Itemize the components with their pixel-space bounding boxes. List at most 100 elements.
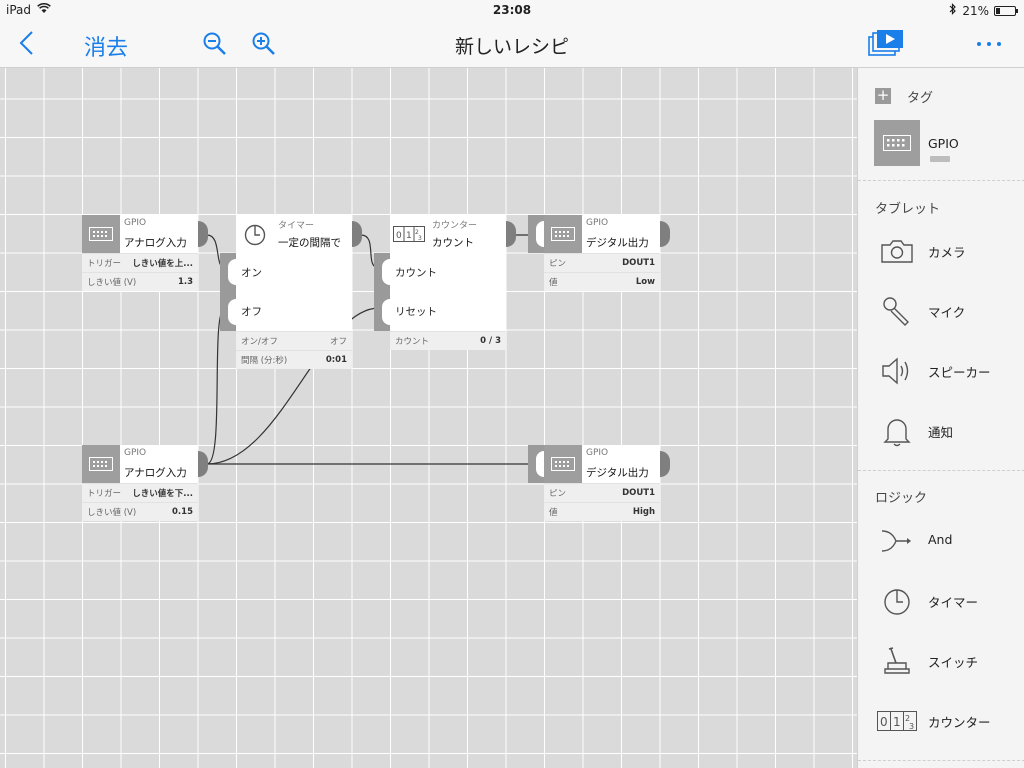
node-timer[interactable]: タイマー 一定の間隔で オン オフ オン/オフオフ 間隔 (分:秒)0:01 [220,215,362,369]
node-analog-input-2[interactable]: GPIO アナログ入力 トリガーしきい値を下... しきい値 (V) 0.15 [82,445,208,521]
node-name: アナログ入力 [124,467,187,479]
node-type: GPIO [124,218,147,228]
input-port[interactable] [528,215,544,253]
add-tag-button[interactable]: + [875,86,891,104]
input-port-off[interactable]: オフ [241,306,262,318]
gpio-tag-label[interactable]: GPIO [928,136,959,151]
palette-item-speaker[interactable]: スピーカー [858,344,1024,396]
back-button[interactable] [14,28,38,58]
property-label: 値 [549,278,558,288]
play-stack-icon [868,30,903,56]
timer-icon [874,578,920,624]
property-label: トリガー [87,489,122,499]
output-port[interactable] [352,221,362,247]
output-port[interactable] [506,221,516,247]
zoom-out-button[interactable] [202,31,228,57]
section-title-logic: ロジック [875,491,928,506]
block-palette: + タグ GPIO タブレット カメラ マイク スピーカー 通知 ロジック An… [857,68,1024,768]
property-value: 0:01 [325,355,347,365]
node-name: 一定の間隔で [278,237,341,249]
node-property[interactable]: 間隔 (分:秒) 0:01 [236,350,352,369]
more-icon [977,42,1001,46]
node-property[interactable]: トリガーしきい値を上... [82,253,198,272]
node-property[interactable]: トリガーしきい値を下... [82,483,198,502]
camera-icon [874,228,920,274]
input-ports [220,253,236,331]
palette-item-label: カメラ [928,245,966,260]
property-label: 値 [549,508,558,518]
node-name: カウント [432,237,474,249]
node-property[interactable]: 値 Low [544,272,660,291]
node-property[interactable]: しきい値 (V) 0.15 [82,502,198,521]
zoom-in-icon [252,32,275,55]
recipe-canvas[interactable]: GPIO アナログ入力 トリガーしきい値を上... しきい値 (V)1.3 タイ… [0,68,857,768]
output-port[interactable] [660,221,670,247]
palette-item-notification[interactable]: 通知 [858,404,1024,456]
divider [858,760,1024,761]
palette-item-and[interactable]: And [858,514,1024,566]
property-label: 間隔 (分:秒) [241,356,288,366]
input-port-count[interactable]: カウント [395,267,437,279]
property-value: High [632,507,655,517]
palette-item-label: スピーカー [928,365,991,380]
node-type: GPIO [124,448,147,458]
status-bar: iPad 23:08 21% [0,0,1024,20]
palette-item-microphone[interactable]: マイク [858,284,1024,336]
node-property[interactable]: オン/オフオフ [236,331,352,350]
status-time: 23:08 [492,3,532,17]
battery-level [996,7,1000,14]
tag-label: タグ [907,91,934,106]
battery-icon [930,156,950,162]
svg-text:2: 2 [905,714,910,723]
timer-icon [236,215,274,253]
property-label: しきい値 (V) [87,508,137,518]
node-property[interactable]: しきい値 (V)1.3 [82,272,198,291]
node-analog-input-1[interactable]: GPIO アナログ入力 トリガーしきい値を上... しきい値 (V)1.3 [82,215,208,291]
navigation-bar: 消去 新しいレシピ [0,20,1024,68]
palette-item-timer[interactable]: タイマー [858,574,1024,626]
property-value: しきい値を下... [132,489,193,499]
palette-item-camera[interactable]: カメラ [858,224,1024,276]
input-port-on[interactable]: オン [241,267,262,279]
more-button[interactable] [974,36,1004,50]
palette-item-switch[interactable]: スイッチ [858,634,1024,686]
page-title: 新しいレシピ [454,36,569,58]
gpio-board-icon[interactable] [874,120,920,166]
node-property[interactable]: 値 High [544,502,660,521]
property-label: ピン [549,259,567,269]
palette-item-label: カウンター [928,715,991,730]
gpio-board-icon [544,445,582,483]
svg-text:2: 2 [415,229,419,236]
node-name: アナログ入力 [124,237,187,249]
svg-text:3: 3 [909,722,914,731]
input-port-reset[interactable]: リセット [395,306,437,318]
battery-percent: 21% [962,3,989,18]
gpio-board-icon [544,215,582,253]
property-value: 0.15 [172,507,193,517]
gpio-board-icon [82,215,120,253]
cancel-button[interactable]: 消去 [84,36,129,61]
input-ports [374,253,390,331]
output-port[interactable] [660,451,670,477]
node-name: デジタル出力 [586,467,649,479]
node-type: カウンター [432,221,478,231]
node-type: GPIO [586,448,609,458]
run-button[interactable] [866,29,906,59]
property-value: DOUT1 [622,488,655,498]
zoom-in-button[interactable] [251,31,277,57]
palette-item-label: タイマー [928,595,979,610]
output-port[interactable] [198,221,208,247]
property-value: Low [635,277,655,287]
bluetooth-icon [949,3,957,18]
node-type: GPIO [586,218,609,228]
palette-item-label: 通知 [928,425,954,440]
input-port[interactable] [528,445,544,483]
output-port[interactable] [198,451,208,477]
